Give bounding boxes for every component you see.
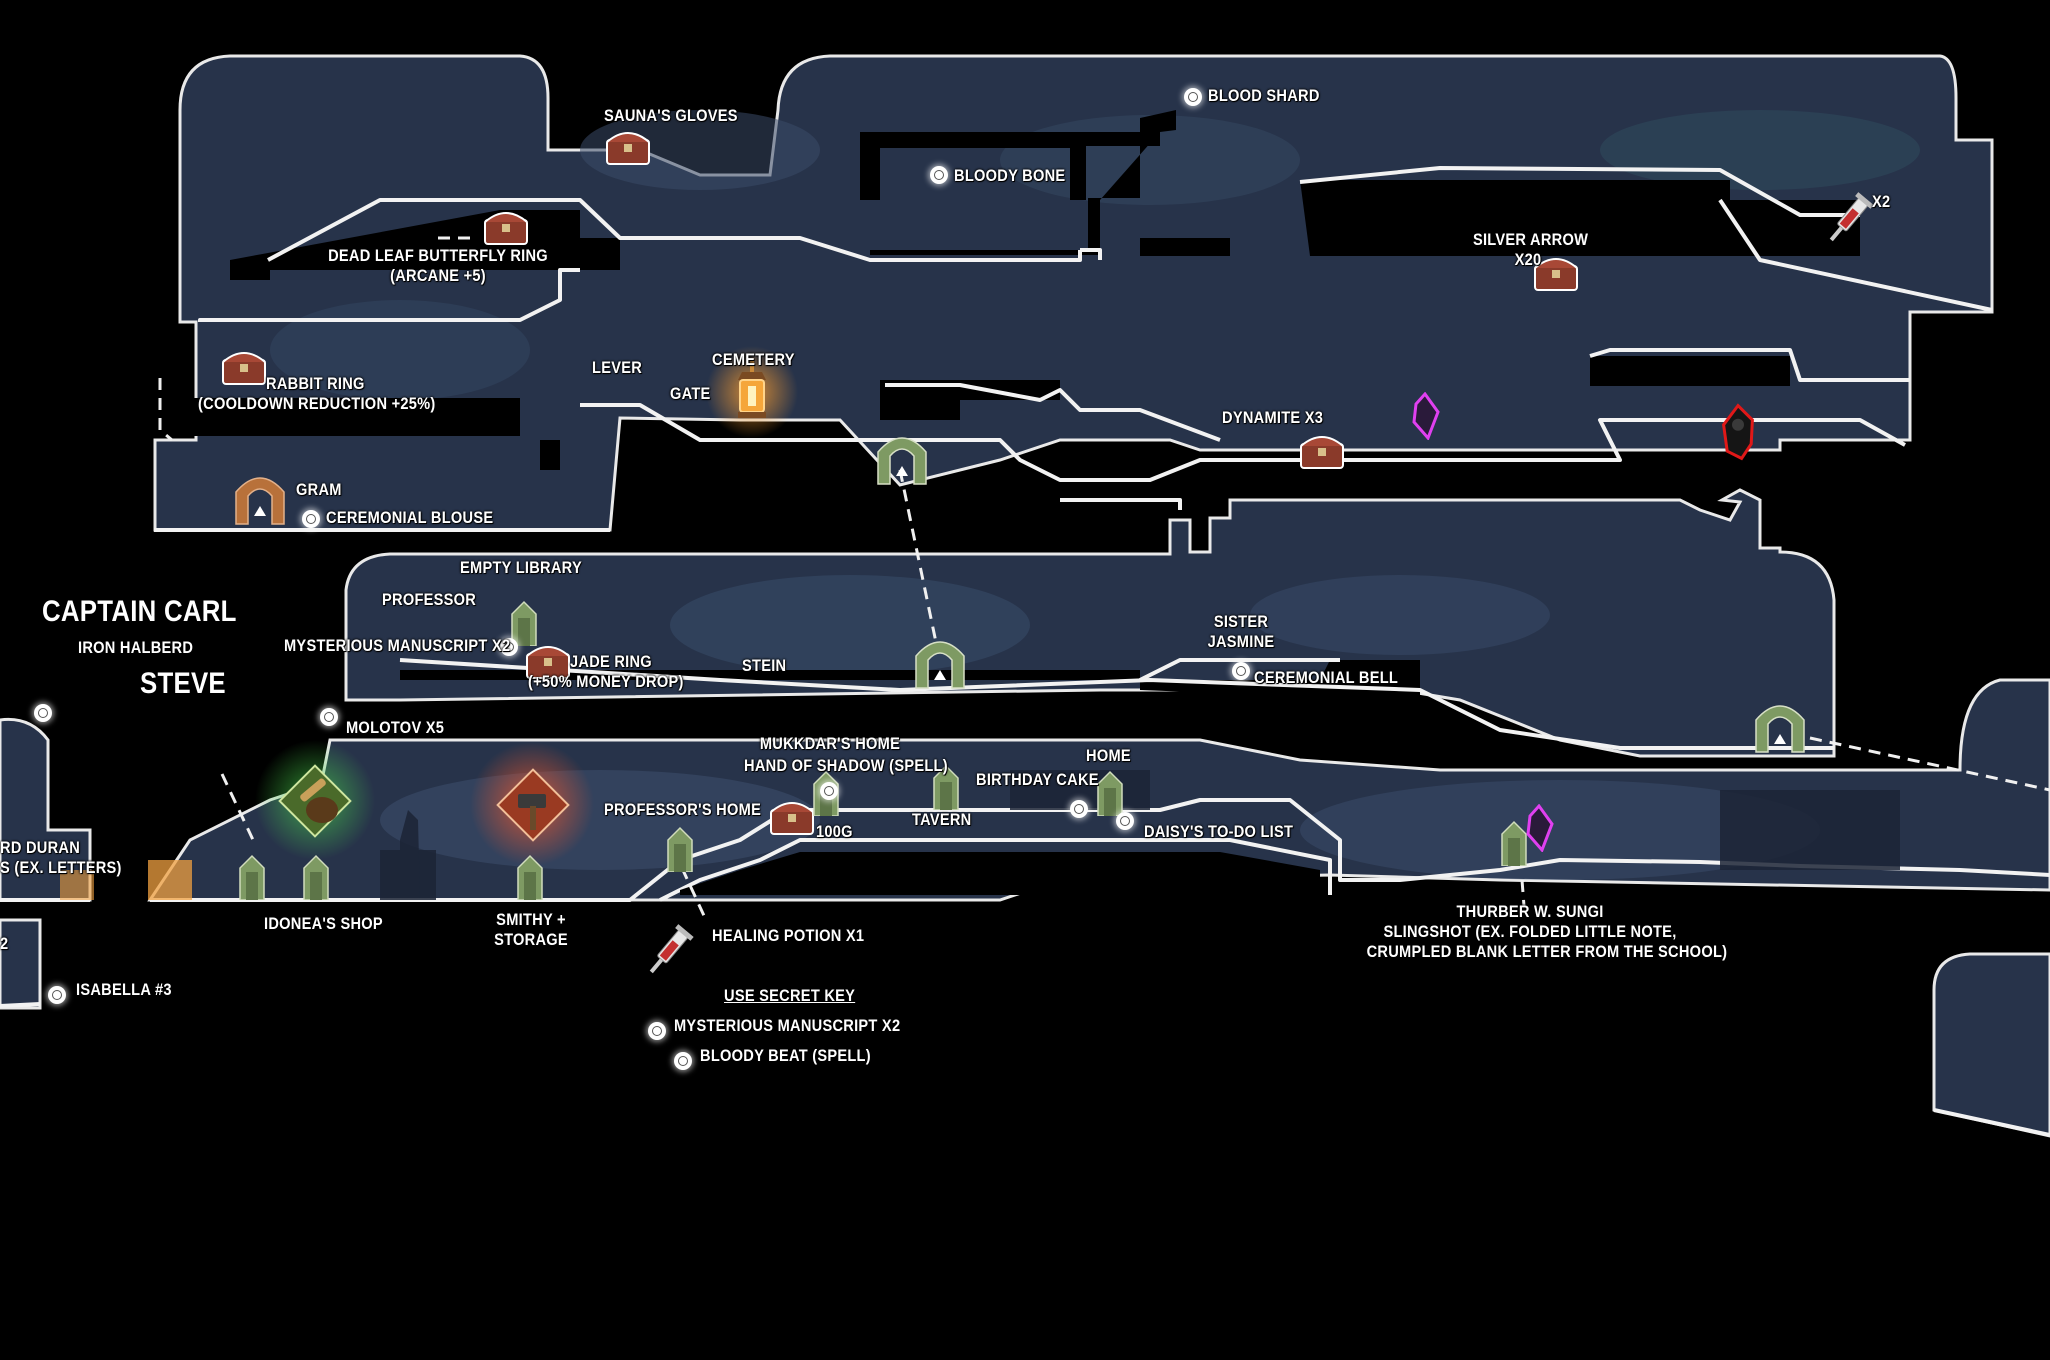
label-lever: LEVER [592,358,643,377]
label-mysterious-manuscript: MYSTERIOUS MANUSCRIPT X2 [284,636,511,655]
chest-icon[interactable] [482,206,530,246]
door-icon[interactable] [1096,770,1124,816]
label-dynamite: DYNAMITE X3 [1222,408,1324,427]
label-gate: GATE [670,384,711,403]
label-syringe-x2: X2 [1872,192,1891,211]
item-dot-ceremonial-blouse[interactable] [302,510,320,528]
label-rabbit-ring-1: RABBIT RING [266,374,365,393]
arch-gate-icon[interactable] [870,424,934,486]
label-iron-halberd: IRON HALBERD [78,638,194,657]
item-dot-isabella[interactable] [48,986,66,1004]
label-molotov: MOLOTOV X5 [346,718,445,737]
label-mukkdars-home: MUKKDAR'S HOME [759,734,901,753]
item-dot-hand-of-shadow[interactable] [820,782,838,800]
door-icon[interactable] [932,764,960,810]
door-icon[interactable] [510,600,538,646]
label-hand-of-shadow: HAND OF SHADOW (SPELL) [744,756,948,775]
label-professors-home: PROFESSOR'S HOME [604,800,762,819]
label-smithy-2: STORAGE [494,930,568,949]
label-duran-2: S (EX. LETTERS) [0,858,122,877]
shop-potion-icon[interactable] [270,756,360,846]
door-icon[interactable] [238,854,266,900]
label-blood-shard: BLOOD SHARD [1208,86,1320,105]
smithy-hammer-icon[interactable] [488,760,578,850]
label-idoneas-shop: IDONEA'S SHOP [264,914,383,933]
door-icon[interactable] [666,826,694,872]
label-cemetery: CEMETERY [712,350,795,369]
label-mysterious-manuscript-2: MYSTERIOUS MANUSCRIPT X2 [674,1016,901,1035]
room-right-bottom [1932,952,2050,1138]
label-saunas-gloves: SAUNA'S GLOVES [604,106,738,125]
label-healing-potion: HEALING POTION X1 [712,926,865,945]
item-dot-durans-letters[interactable] [34,704,52,722]
item-dot-ceremonial-bell[interactable] [1232,662,1250,680]
cemetery-lantern-icon[interactable] [732,358,772,424]
chest-icon[interactable] [1532,252,1580,292]
label-thurber-3: CRUMPLED BLANK LETTER FROM THE SCHOOL) [1366,942,1728,961]
label-use-secret-key: USE SECRET KEY [724,986,856,1005]
arch-gate-icon[interactable] [908,628,972,690]
room-middle-library [344,488,1836,758]
label-duran-1: RD DURAN [0,838,81,857]
town-silhouettes [380,770,1900,900]
label-dead-leaf-ring-2: (ARCANE +5) [390,266,486,285]
label-smithy-1: SMITHY + [496,910,566,929]
chest-icon[interactable] [768,796,816,836]
label-home: HOME [1086,746,1131,765]
item-dot-mysterious-manuscript[interactable] [500,638,518,656]
magenta-crystal-icon[interactable] [1524,804,1554,852]
label-birthday-cake: BIRTHDAY CAKE [976,770,1099,789]
chest-icon[interactable] [524,640,572,680]
syringe-icon[interactable] [1822,190,1874,250]
label-silver-arrow-2: X20 [1514,250,1542,269]
label-gram: GRAM [296,480,342,499]
item-dot-blood-shard[interactable] [1184,88,1202,106]
label-sister-jasmine-1: SISTER [1213,612,1269,631]
chest-icon[interactable] [1298,430,1346,470]
red-enemy-icon[interactable] [1720,400,1756,464]
door-icon[interactable] [302,854,330,900]
chest-icon[interactable] [604,126,652,166]
magenta-crystal-icon[interactable] [1410,392,1440,440]
portal-arch-icon[interactable] [228,464,292,526]
label-bloody-bone: BLOODY BONE [954,166,1066,185]
label-isabella: ISABELLA #3 [76,980,172,999]
item-dot-bloody-bone[interactable] [930,166,948,184]
syringe-icon[interactable] [642,922,694,982]
label-ceremonial-blouse: CEREMONIAL BLOUSE [326,508,494,527]
label-daisys-list: DAISY'S TO-DO LIST [1144,822,1294,841]
label-edge-2: 2 [0,934,9,953]
item-dot-birthday-cake[interactable] [1070,800,1088,818]
door-icon[interactable] [516,854,544,900]
item-dot-molotov[interactable] [320,708,338,726]
label-captain-carl: CAPTAIN CARL [42,595,237,628]
label-steve: STEVE [140,667,226,700]
label-jade-ring-2: (+50% MONEY DROP) [528,672,684,691]
label-thurber-2: SLINGSHOT (EX. FOLDED LITTLE NOTE, [1383,922,1677,941]
label-sister-jasmine-2: JASMINE [1207,632,1275,651]
door-icon[interactable] [1500,820,1528,866]
label-stein: STEIN [742,656,787,675]
room-left-edge [0,717,92,902]
label-professor: PROFESSOR [382,590,477,609]
label-thurber-1: THURBER W. SUNGI [1456,902,1604,921]
label-ceremonial-bell: CEREMONIAL BELL [1254,668,1399,687]
label-jade-ring-1: JADE RING [570,652,652,671]
label-rabbit-ring-2: (COOLDOWN REDUCTION +25%) [198,394,436,413]
item-dot-daisys-list[interactable] [1116,812,1134,830]
arch-gate-icon[interactable] [1748,692,1812,754]
label-100g: 100G [816,822,853,841]
chest-icon[interactable] [220,346,268,386]
label-tavern: TAVERN [912,810,972,829]
label-silver-arrow-1: SILVER ARROW [1472,230,1589,249]
item-dot-bloody-beat[interactable] [674,1052,692,1070]
label-empty-library: EMPTY LIBRARY [460,558,582,577]
label-bloody-beat: BLOODY BEAT (SPELL) [700,1046,871,1065]
item-dot-mysterious-manuscript-2[interactable] [648,1022,666,1040]
label-dead-leaf-ring-1: DEAD LEAF BUTTERFLY RING [328,246,548,265]
connector-lines [158,236,2050,921]
